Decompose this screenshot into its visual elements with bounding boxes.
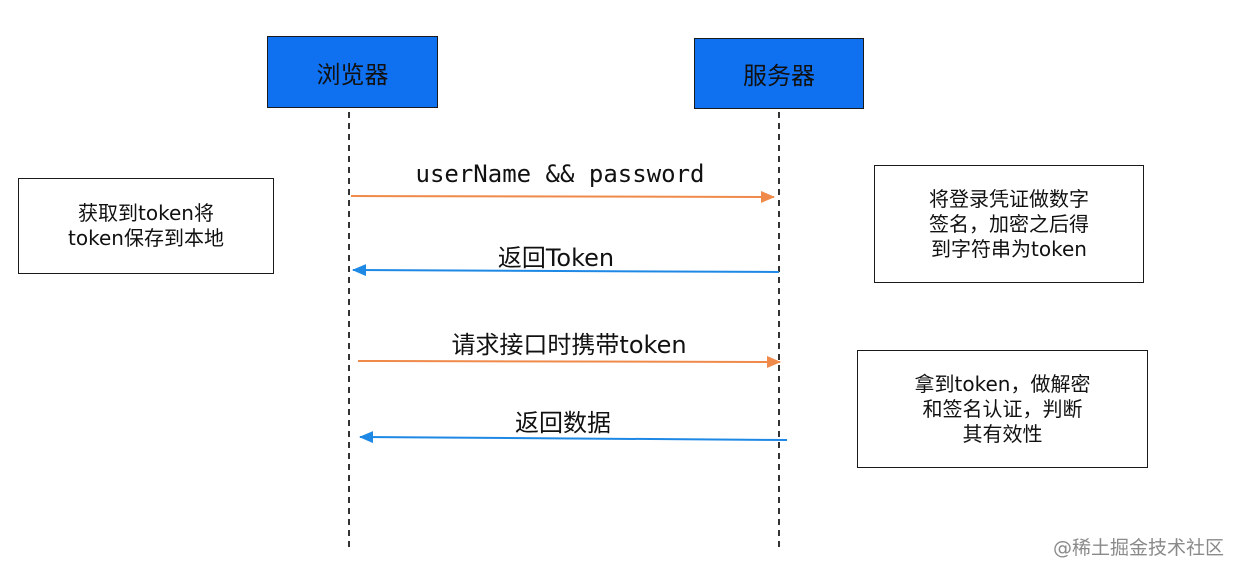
note-line: 获取到token将: [78, 201, 214, 225]
note-verify-token: 拿到token，做解密 和签名认证，判断 其有效性: [857, 350, 1148, 468]
note-store-token: 获取到token将 token保存到本地: [18, 178, 274, 274]
note-line: 其有效性: [962, 421, 1043, 446]
note-line: 拿到token，做解密: [914, 371, 1091, 396]
message-label-3: 请求接口时携带token: [451, 331, 687, 359]
note-line: token保存到本地: [68, 226, 224, 250]
note-line: 将登录凭证做数字: [929, 186, 1089, 211]
message-label-4: 返回数据: [515, 409, 611, 437]
note-line: 和签名认证，判断: [922, 396, 1083, 421]
note-line: 到字符串为token: [931, 236, 1087, 261]
actor-browser-label: 浏览器: [316, 60, 389, 89]
watermark: @稀土掘金技术社区: [1052, 537, 1224, 559]
message-arrow-4: [359, 431, 788, 444]
message-arrow-2: [352, 264, 780, 277]
actor-browser-box: 浏览器: [267, 36, 438, 108]
note-sign-token: 将登录凭证做数字 签名，加密之后得 到字符串为token: [874, 165, 1144, 283]
message-arrow-3: [357, 355, 781, 368]
message-label-1: userName && password: [415, 160, 705, 188]
actor-server-box: 服务器: [694, 38, 864, 109]
message-label-2: 返回Token: [497, 244, 615, 272]
note-line: 签名，加密之后得: [929, 211, 1089, 236]
message-arrow-1: [350, 190, 775, 203]
actor-server-label: 服务器: [743, 62, 815, 90]
